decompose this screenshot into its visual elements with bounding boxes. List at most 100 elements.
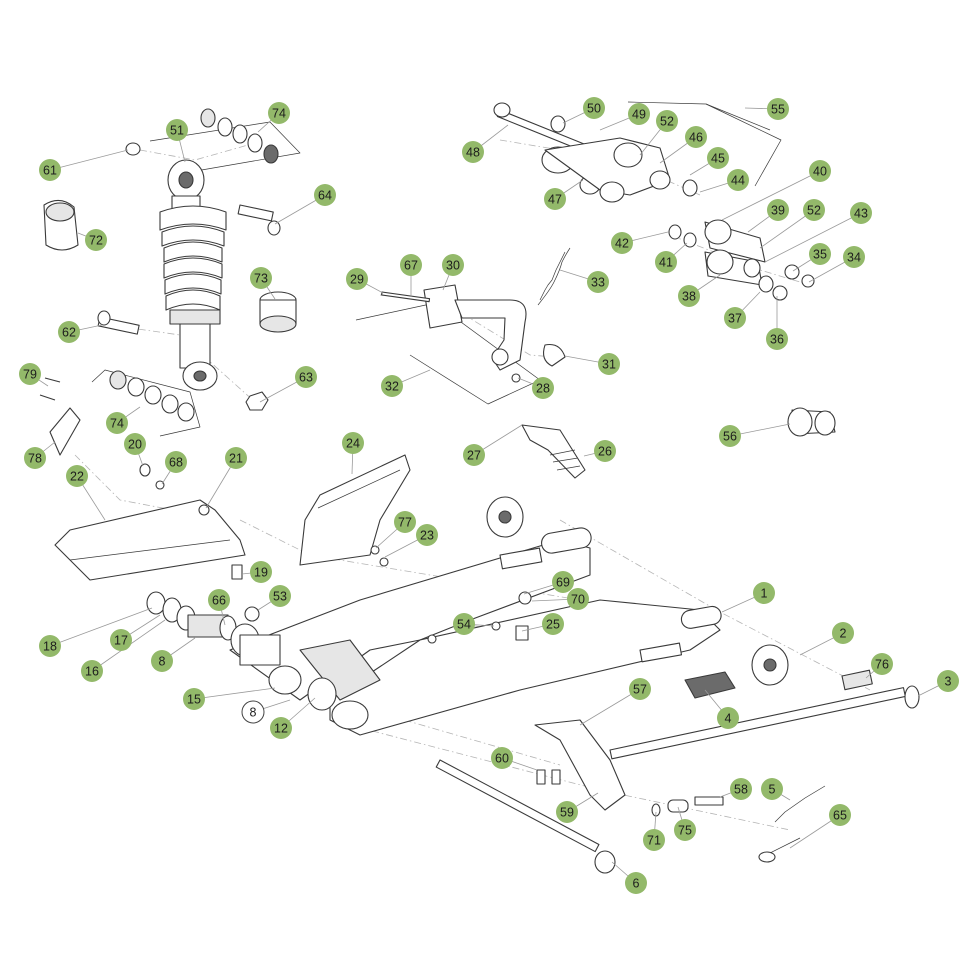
callout-c31: 31 — [598, 353, 620, 375]
callout-c43: 43 — [850, 202, 872, 224]
callout-c12: 12 — [270, 717, 292, 739]
callout-number: 20 — [128, 438, 142, 452]
callout-badge — [532, 377, 554, 399]
callout-badge — [124, 433, 146, 455]
callout-badge — [250, 267, 272, 289]
callout-c52b: 52 — [803, 199, 825, 221]
callout-badge — [183, 688, 205, 710]
callout-badge — [717, 707, 739, 729]
callout-c24: 24 — [342, 432, 364, 454]
callout-c37: 37 — [724, 307, 746, 329]
callout-number: 12 — [274, 722, 288, 736]
callout-number: 8 — [159, 655, 166, 669]
callout-badge — [208, 589, 230, 611]
callout-badge — [583, 97, 605, 119]
callout-number: 59 — [560, 806, 574, 820]
callout-badge — [767, 199, 789, 221]
callout-badge — [39, 635, 61, 657]
callout-c8: 8 — [151, 650, 173, 672]
callout-number: 26 — [598, 445, 612, 459]
callout-c17: 17 — [110, 629, 132, 651]
callout-number: 22 — [70, 470, 84, 484]
callout-c68: 68 — [165, 451, 187, 473]
callout-number: 77 — [398, 516, 412, 530]
callout-badge — [342, 432, 364, 454]
callout-number: 74 — [110, 417, 124, 431]
callout-c27: 27 — [463, 444, 485, 466]
leader-line-c40 — [721, 170, 821, 221]
callout-c41: 41 — [655, 251, 677, 273]
callout-number: 74 — [272, 107, 286, 121]
callout-number: 73 — [254, 272, 268, 286]
callout-number: 71 — [647, 834, 661, 848]
callout-number: 39 — [771, 204, 785, 218]
callout-c65: 65 — [829, 804, 851, 826]
callout-number: 68 — [169, 456, 183, 470]
callout-c4: 4 — [717, 707, 739, 729]
callout-c63: 63 — [295, 366, 317, 388]
callout-badge — [724, 307, 746, 329]
callout-number: 43 — [854, 207, 868, 221]
callout-number: 55 — [771, 103, 785, 117]
callout-c45: 45 — [707, 147, 729, 169]
callout-c54: 54 — [453, 613, 475, 635]
callout-c5: 5 — [761, 778, 783, 800]
callout-number: 21 — [229, 452, 243, 466]
callout-c3: 3 — [937, 670, 959, 692]
callout-badge — [151, 650, 173, 672]
callout-badge — [803, 199, 825, 221]
callout-badge — [730, 778, 752, 800]
callout-number: 51 — [170, 124, 184, 138]
callout-c29: 29 — [346, 268, 368, 290]
callout-number: 79 — [23, 368, 37, 382]
callout-c49: 49 — [628, 103, 650, 125]
callout-badge — [66, 465, 88, 487]
callout-c44: 44 — [727, 169, 749, 191]
callout-c78: 78 — [24, 447, 46, 469]
callout-number: 16 — [85, 665, 99, 679]
pivot-bearing-stack — [146, 591, 337, 711]
callout-c42: 42 — [611, 232, 633, 254]
callout-number: 57 — [633, 683, 647, 697]
callout-number: 41 — [659, 256, 673, 270]
callout-number: 6 — [633, 877, 640, 891]
callout-badge — [843, 246, 865, 268]
callout-badge — [552, 571, 574, 593]
callout-c51: 51 — [166, 119, 188, 141]
callout-c8b: 8 — [241, 700, 265, 724]
callout-badge — [346, 268, 368, 290]
callout-number: 46 — [689, 131, 703, 145]
callout-badge — [250, 561, 272, 583]
callout-badge — [629, 678, 651, 700]
callout-number: 48 — [466, 146, 480, 160]
callout-badge — [753, 582, 775, 604]
callout-number: 36 — [770, 333, 784, 347]
callout-c20: 20 — [124, 433, 146, 455]
callout-badge — [719, 425, 741, 447]
callout-badge — [295, 366, 317, 388]
callout-badge — [766, 328, 788, 350]
callout-number: 66 — [212, 594, 226, 608]
callout-c55: 55 — [767, 98, 789, 120]
callout-badge — [542, 613, 564, 635]
callout-badge — [685, 126, 707, 148]
callout-c66: 66 — [208, 589, 230, 611]
callout-number: 44 — [731, 174, 745, 188]
leader-line-c18 — [49, 607, 153, 647]
callout-c1: 1 — [753, 582, 775, 604]
callout-badge — [106, 412, 128, 434]
callout-badge — [625, 872, 647, 894]
axles — [435, 685, 920, 874]
callout-number: 52 — [660, 115, 674, 129]
callout-c69: 69 — [552, 571, 574, 593]
callout-c50: 50 — [583, 97, 605, 119]
leader-line-c43 — [764, 212, 862, 263]
callout-number: 19 — [254, 566, 268, 580]
callout-badge — [829, 804, 851, 826]
callout-badge — [850, 202, 872, 224]
callout-c77: 77 — [394, 511, 416, 533]
callout-c21: 21 — [225, 447, 247, 469]
callout-number: 33 — [591, 276, 605, 290]
callout-c22: 22 — [66, 465, 88, 487]
